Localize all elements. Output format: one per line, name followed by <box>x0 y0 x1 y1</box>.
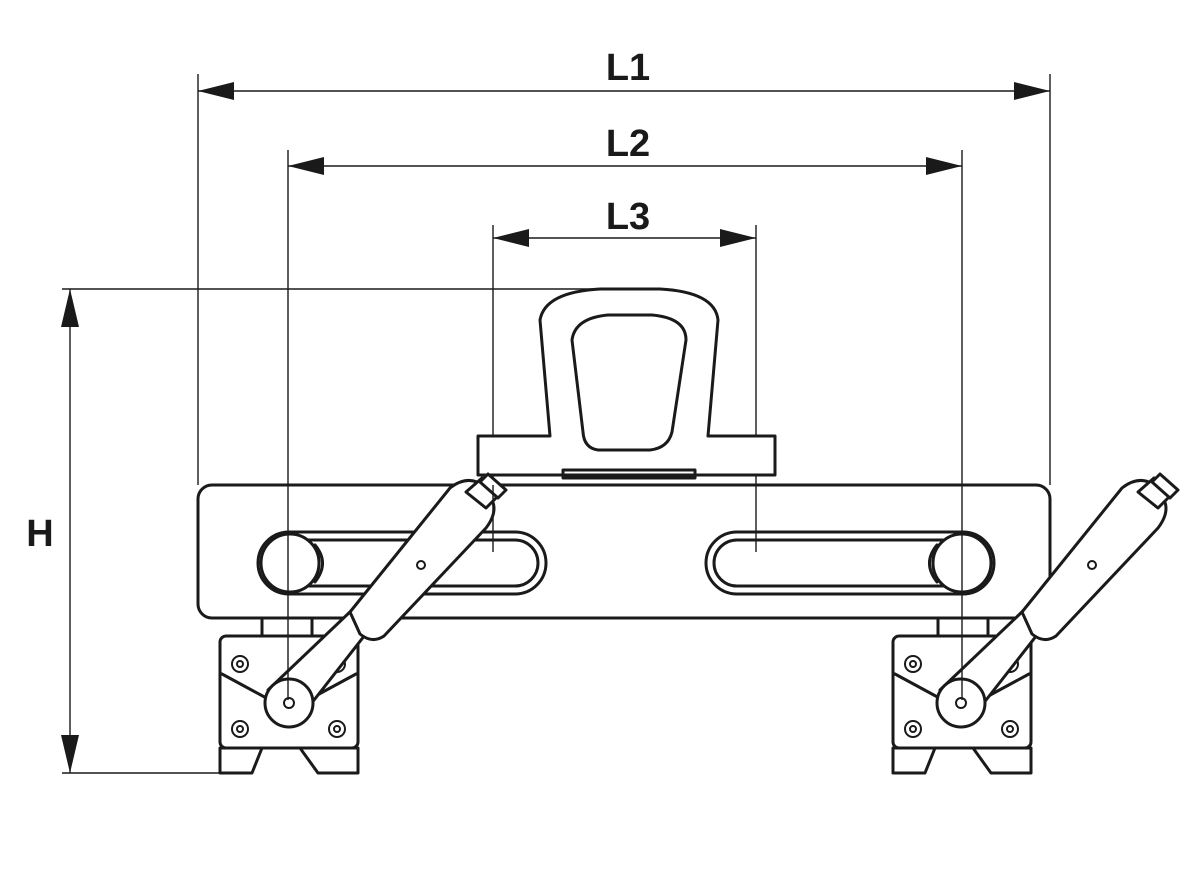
dimension-l3: L3 <box>493 196 756 247</box>
extension-lines-overlay <box>287 485 963 700</box>
lifting-eye <box>476 287 777 480</box>
dimension-h: H <box>26 289 79 773</box>
dimension-label-l2: L2 <box>606 123 650 165</box>
dimension-label-l3: L3 <box>606 196 650 238</box>
lever-handle-left[interactable] <box>263 472 508 729</box>
extension-lines <box>62 74 1051 774</box>
lever-handle-right[interactable] <box>935 472 1180 729</box>
beam-body <box>196 483 1052 620</box>
dimension-label-l1: L1 <box>606 47 650 89</box>
beam-slot-left <box>256 530 548 596</box>
dimension-l1: L1 <box>198 47 1050 100</box>
dimension-l2: L2 <box>288 123 962 175</box>
dimension-label-h: H <box>26 513 53 555</box>
